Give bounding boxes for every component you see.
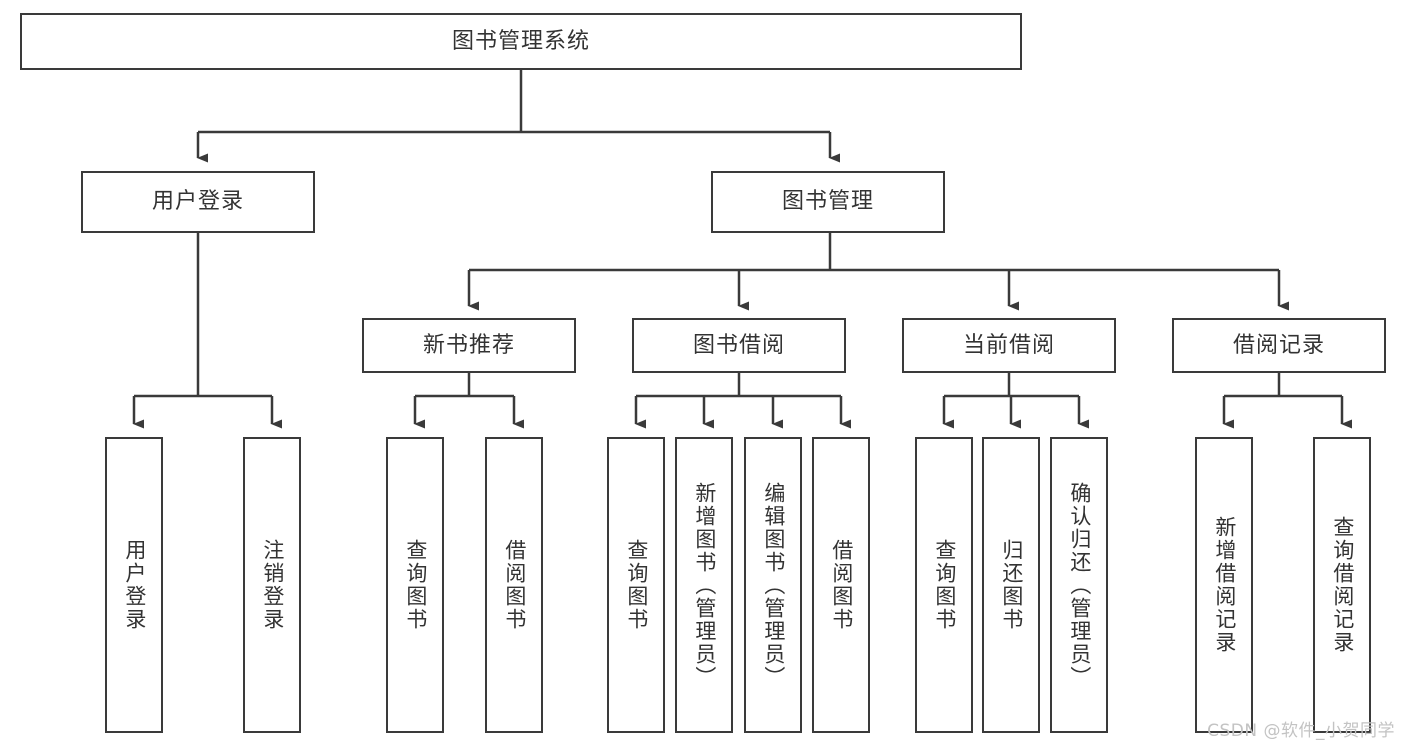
leaf-new-book-borrow-label: 借阅图书 [502,539,527,631]
leaf-borrow-records-add-label: 新增借阅记录 [1212,516,1237,654]
node-book-management-label: 图书管理 [781,189,874,215]
node-new-book-recommend[interactable]: 新书推荐 [362,318,576,373]
leaf-book-borrow-borrow-label: 借阅图书 [829,539,854,631]
node-borrow-records[interactable]: 借阅记录 [1172,318,1386,373]
node-user-login-label: 用户登录 [151,189,244,215]
leaf-current-borrow-query-label: 查询图书 [932,539,957,631]
node-book-management[interactable]: 图书管理 [711,171,945,233]
node-root-system-label: 图书管理系统 [451,28,590,54]
leaf-book-borrow-query[interactable]: 查询图书 [607,437,665,733]
leaf-new-book-query-label: 查询图书 [403,539,428,631]
node-root-system[interactable]: 图书管理系统 [20,13,1022,70]
node-current-borrow[interactable]: 当前借阅 [902,318,1116,373]
leaf-new-book-query[interactable]: 查询图书 [386,437,444,733]
leaf-user-login-signout-label: 注销登录 [260,539,285,631]
leaf-book-borrow-add-label: 新增图书（管理员） [692,481,717,689]
node-new-book-recommend-label: 新书推荐 [422,332,515,358]
leaf-user-login-signout[interactable]: 注销登录 [243,437,301,733]
leaf-book-borrow-add[interactable]: 新增图书（管理员） [675,437,733,733]
csdn-watermark: CSDN @软件_小贺同学 [1207,721,1395,741]
leaf-current-borrow-confirm-return[interactable]: 确认归还（管理员） [1050,437,1108,733]
leaf-user-login-signin[interactable]: 用户登录 [105,437,163,733]
leaf-user-login-signin-label: 用户登录 [122,539,147,631]
leaf-current-borrow-return-label: 归还图书 [999,539,1024,631]
leaf-borrow-records-query-label: 查询借阅记录 [1330,516,1355,654]
leaf-borrow-records-query[interactable]: 查询借阅记录 [1313,437,1371,733]
node-user-login[interactable]: 用户登录 [81,171,315,233]
leaf-book-borrow-query-label: 查询图书 [624,539,649,631]
node-book-borrow-label: 图书借阅 [692,332,785,358]
node-current-borrow-label: 当前借阅 [962,332,1055,358]
leaf-book-borrow-borrow[interactable]: 借阅图书 [812,437,870,733]
node-borrow-records-label: 借阅记录 [1232,332,1325,358]
leaf-borrow-records-add[interactable]: 新增借阅记录 [1195,437,1253,733]
leaf-current-borrow-query[interactable]: 查询图书 [915,437,973,733]
node-book-borrow[interactable]: 图书借阅 [632,318,846,373]
leaf-current-borrow-confirm-return-label: 确认归还（管理员） [1067,481,1092,689]
leaf-current-borrow-return[interactable]: 归还图书 [982,437,1040,733]
leaf-new-book-borrow[interactable]: 借阅图书 [485,437,543,733]
leaf-book-borrow-edit[interactable]: 编辑图书（管理员） [744,437,802,733]
leaf-book-borrow-edit-label: 编辑图书（管理员） [761,481,786,689]
